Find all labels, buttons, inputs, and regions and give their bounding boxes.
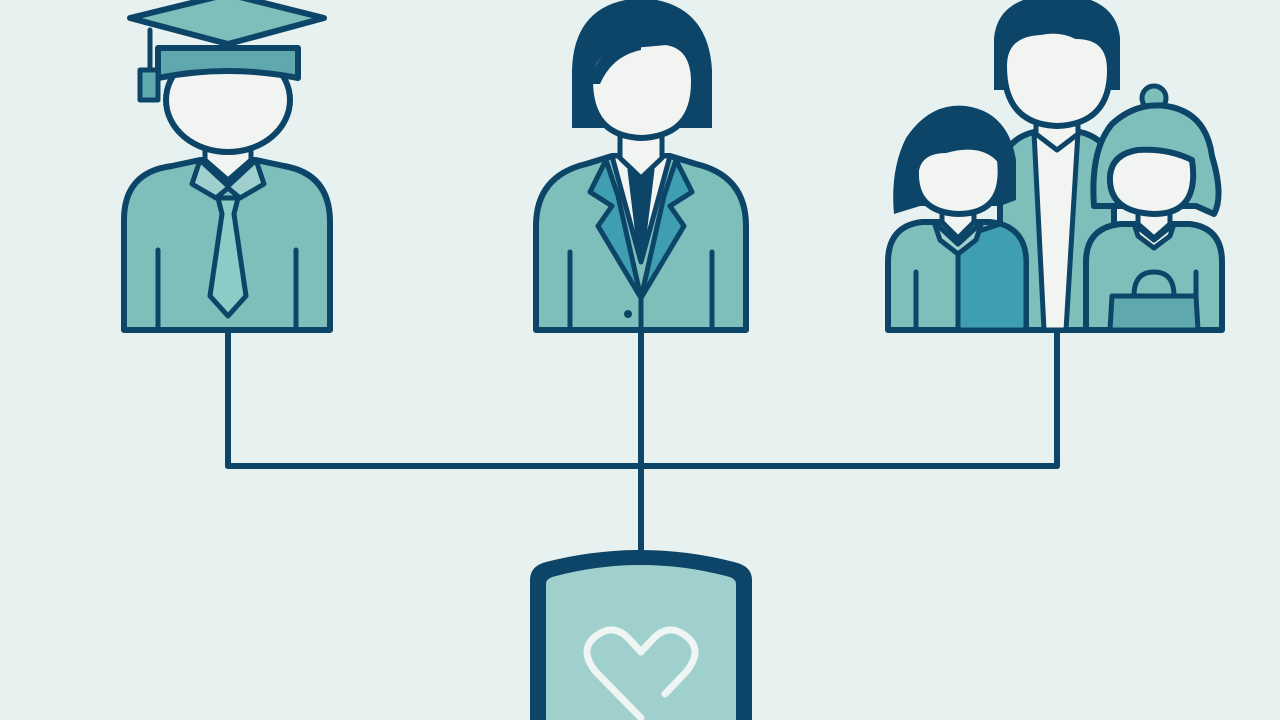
professional-head <box>587 39 697 141</box>
jacket-button <box>624 310 632 318</box>
graduate-tie <box>207 195 249 319</box>
family-icon <box>885 0 1225 333</box>
graduate-tassel <box>137 27 161 103</box>
connector-lines <box>225 329 1060 555</box>
family-adult-head <box>1001 27 1113 129</box>
family-child-left-head <box>912 143 1004 217</box>
family-child-right-head <box>1106 146 1197 217</box>
shield-heart-icon <box>530 550 752 720</box>
heart-icon <box>583 626 699 720</box>
graduate-cap <box>127 0 327 47</box>
businessperson-icon <box>533 0 749 333</box>
graduate-icon <box>121 0 333 333</box>
shield-inner <box>546 565 736 720</box>
child-bag-icon <box>1107 293 1201 333</box>
